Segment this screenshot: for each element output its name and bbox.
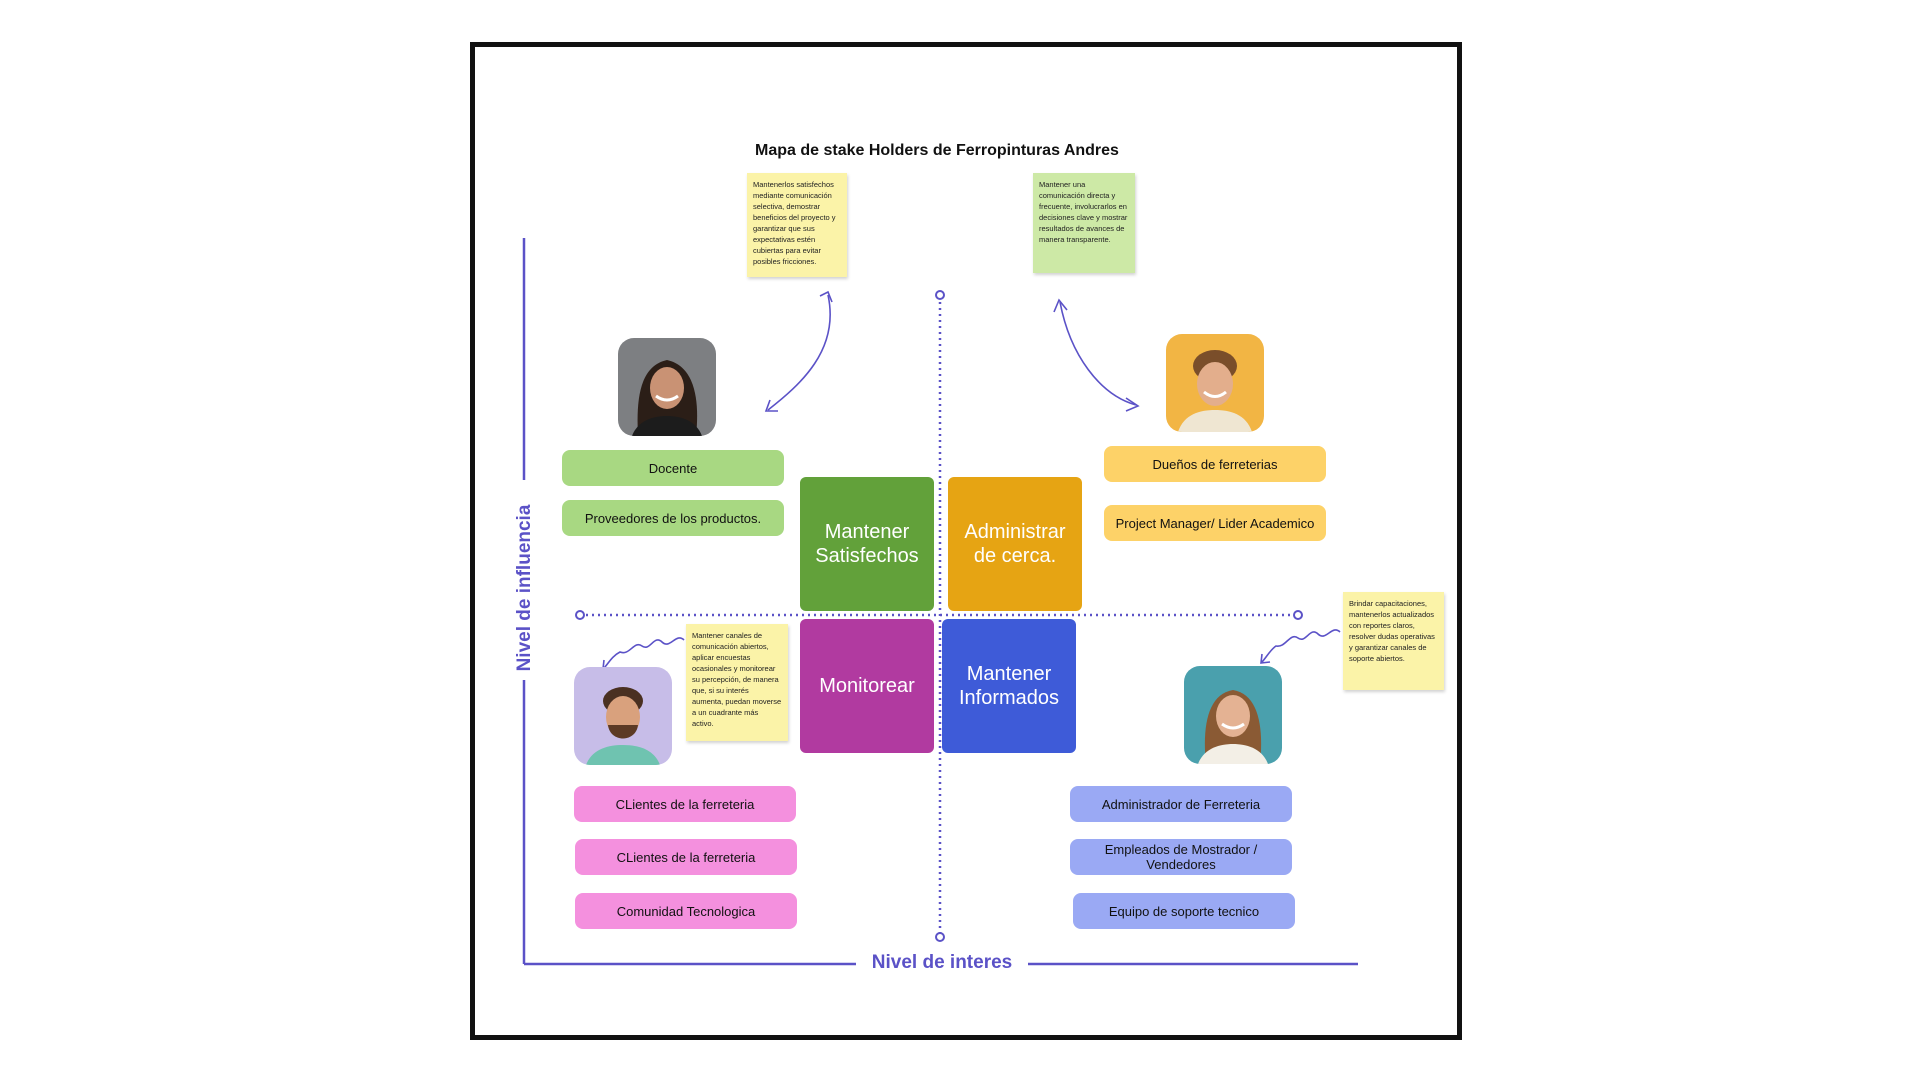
curved-double-arrow-icon (1053, 298, 1140, 412)
note-top-left: Mantenerlos satisfechos mediante comunic… (747, 173, 847, 277)
squiggle-arrow-icon (1260, 629, 1341, 664)
stakeholder-proveedores: Proveedores de los productos. (562, 500, 784, 536)
stakeholder-clientes-1: CLientes de la ferreteria (574, 786, 796, 822)
stakeholder-empleados: Empleados de Mostrador / Vendedores (1070, 839, 1292, 875)
stakeholder-docente: Docente (562, 450, 784, 486)
x-axis-label: Nivel de interes (871, 952, 1013, 973)
diagram-title: Mapa de stake Holders de Ferropinturas A… (755, 142, 1119, 159)
y-axis-label: Nivel de influencia (514, 504, 535, 672)
quadrant-manage-closely: Administrar de cerca. (948, 477, 1082, 611)
quadrant-monitor: Monitorear (800, 619, 934, 753)
person-photo-woman-dark-hair (618, 338, 716, 436)
stakeholder-administrador: Administrador de Ferreteria (1070, 786, 1292, 822)
squiggle-arrow-icon (602, 637, 685, 670)
stakeholder-clientes-2: CLientes de la ferreteria (575, 839, 797, 875)
person-photo-man-beard (574, 667, 672, 765)
quadrant-keep-informed: Mantener Informados (942, 619, 1076, 753)
note-top-right: Mantener una comunicación directa y frec… (1033, 173, 1135, 273)
stakeholder-duenos-ferreterias: Dueños de ferreterias (1104, 446, 1326, 482)
quadrant-manage-satisfied: Mantener Satisfechos (800, 477, 934, 611)
note-bottom-left: Mantener canales de comunicación abierto… (686, 624, 788, 741)
stakeholder-comunidad: Comunidad Tecnologica (575, 893, 797, 929)
stakeholder-project-manager: Project Manager/ Lider Academico (1104, 505, 1326, 541)
note-bottom-right: Brindar capacitaciones, mantenerlos actu… (1343, 592, 1444, 690)
stakeholder-soporte: Equipo de soporte tecnico (1073, 893, 1295, 929)
person-photo-woman-smiling (1184, 666, 1282, 764)
curved-double-arrow-icon (764, 290, 833, 412)
person-photo-man-smiling (1166, 334, 1264, 432)
